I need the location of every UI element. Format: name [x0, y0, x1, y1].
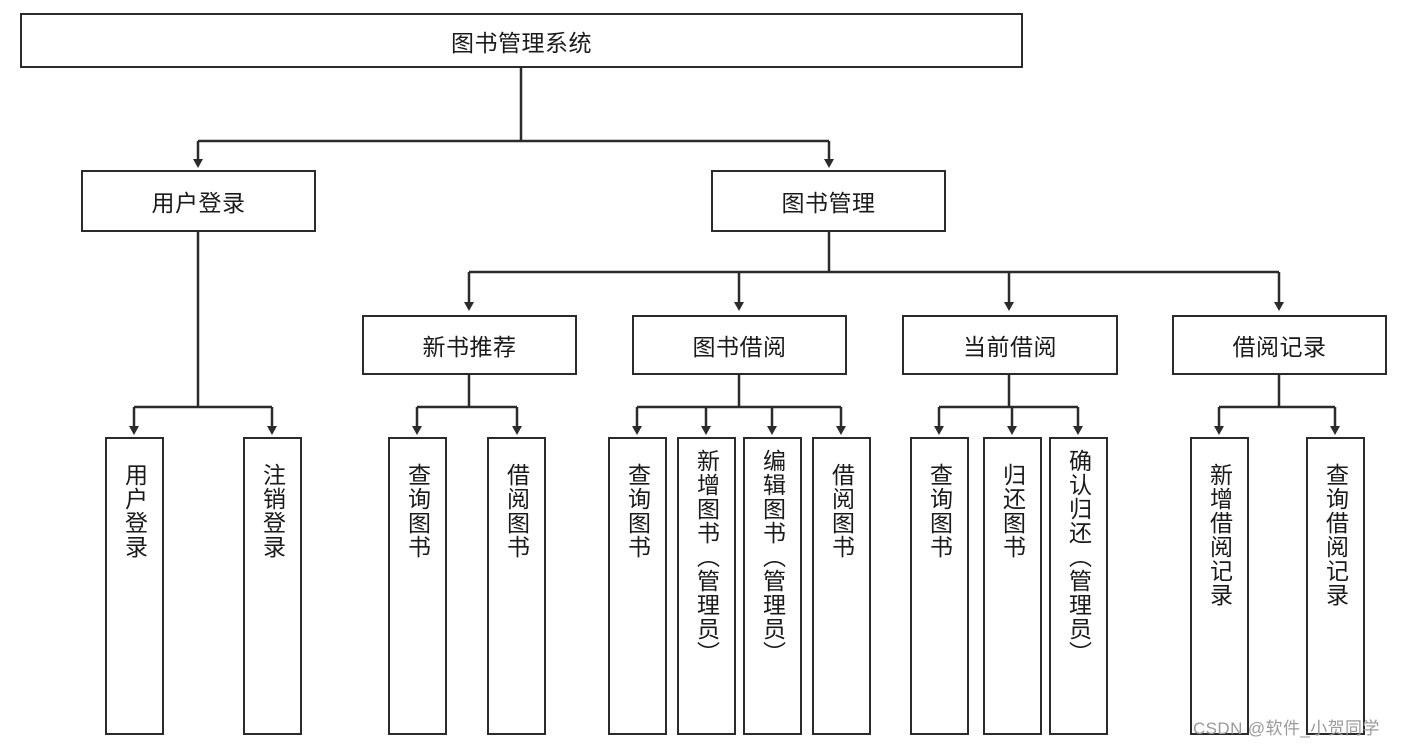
leaf-borrow-book[interactable]: 借阅图书 — [812, 437, 871, 735]
node-book-borrow[interactable]: 图书借阅 — [632, 315, 847, 375]
leaf-borrow-book-new[interactable]: 借阅图书 — [487, 437, 546, 735]
leaf-add-borrow-record[interactable]: 新增借阅记录 — [1190, 437, 1249, 735]
leaf-add-book-admin[interactable]: 新增图书（管理员） — [677, 437, 736, 735]
leaf-query-book-current[interactable]: 查询图书 — [910, 437, 969, 735]
leaf-query-book-borrow[interactable]: 查询图书 — [608, 437, 667, 735]
node-root[interactable]: 图书管理系统 — [20, 13, 1023, 68]
node-borrow-record[interactable]: 借阅记录 — [1172, 315, 1387, 375]
leaf-edit-book-admin[interactable]: 编辑图书（管理员） — [743, 437, 802, 735]
node-user-login[interactable]: 用户登录 — [81, 170, 316, 232]
node-current-borrow[interactable]: 当前借阅 — [902, 315, 1118, 375]
csdn-watermark: CSDN @软件_小贺同学 — [1193, 719, 1380, 738]
leaf-query-book-new[interactable]: 查询图书 — [388, 437, 447, 735]
leaf-return-book[interactable]: 归还图书 — [983, 437, 1042, 735]
leaf-query-borrow-record[interactable]: 查询借阅记录 — [1306, 437, 1365, 735]
node-book-management[interactable]: 图书管理 — [711, 170, 946, 232]
node-new-book-recommend[interactable]: 新书推荐 — [362, 315, 577, 375]
leaf-user-login[interactable]: 用户登录 — [105, 437, 164, 735]
leaf-confirm-return-admin[interactable]: 确认归还（管理员） — [1049, 437, 1108, 735]
leaf-logout[interactable]: 注销登录 — [243, 437, 302, 735]
